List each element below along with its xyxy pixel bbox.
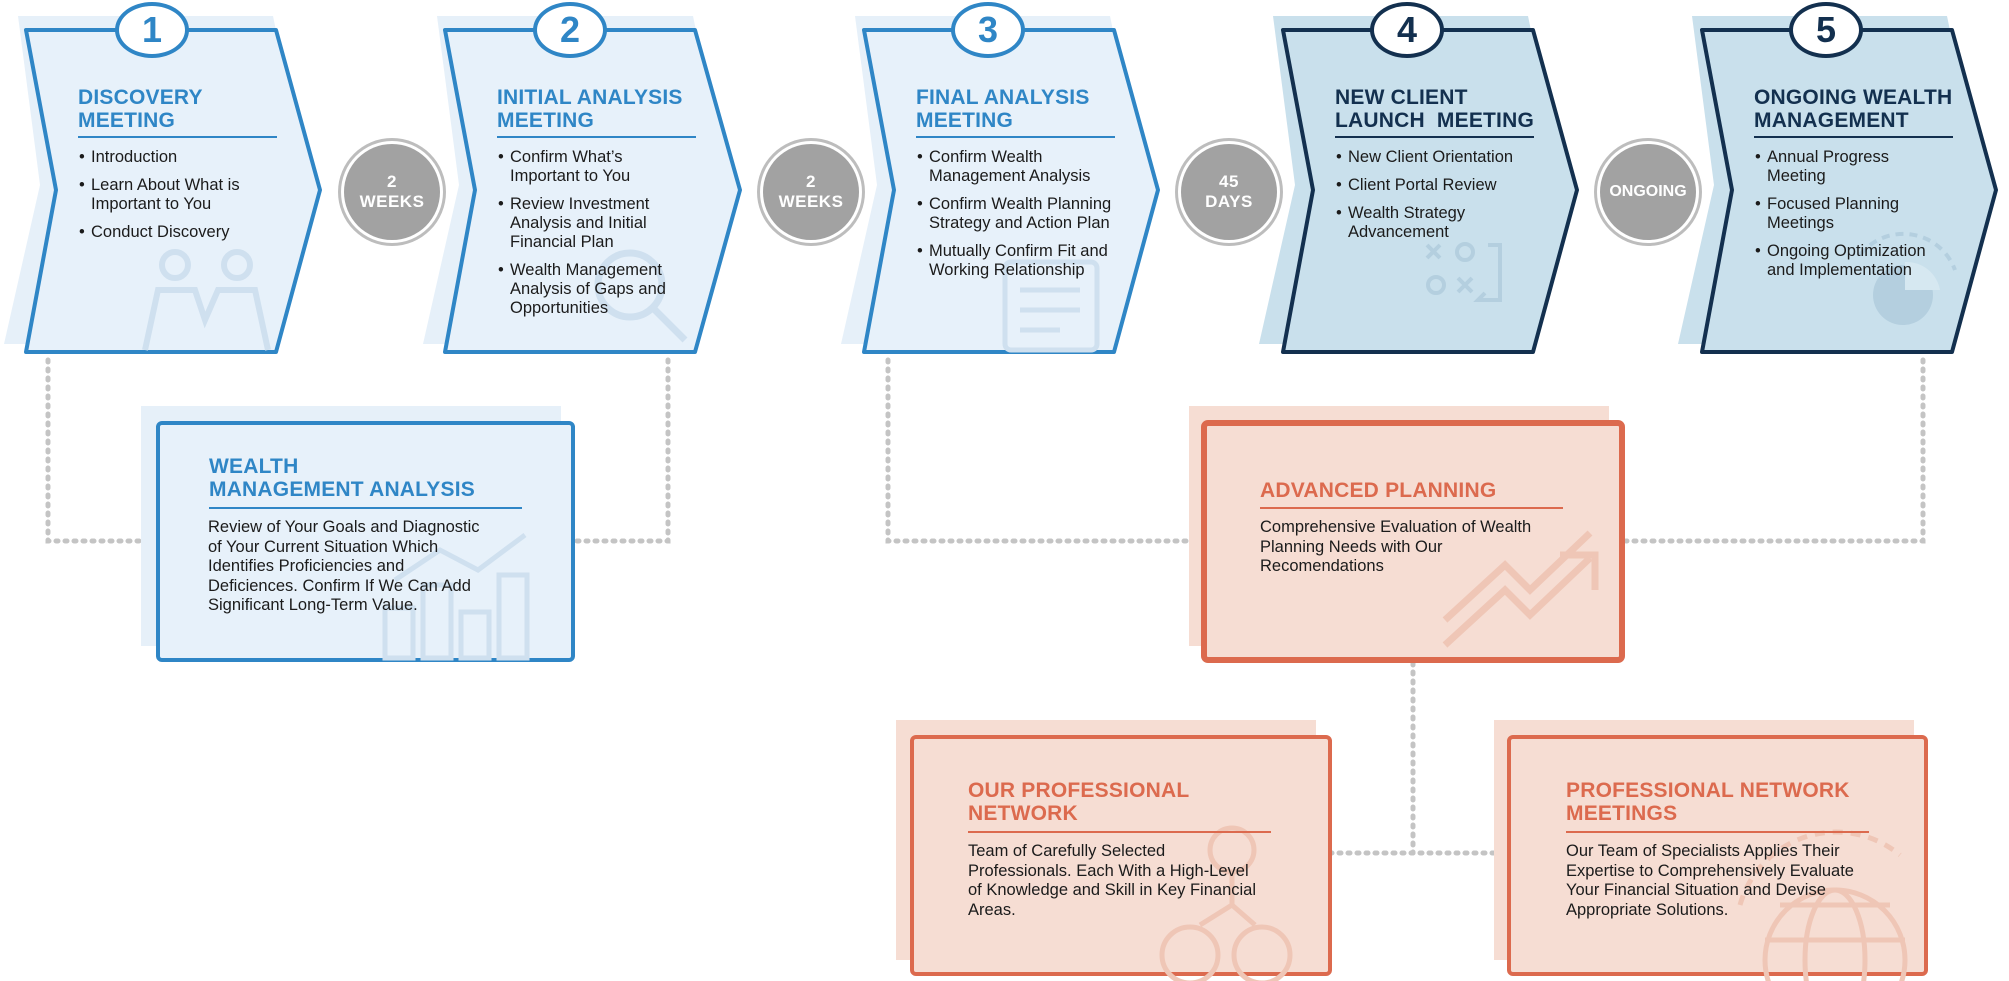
timer-label: 45 DAYS: [1205, 172, 1253, 211]
step-title-5: ONGOING WEALTH MANAGEMENT: [1754, 86, 1953, 132]
list-item: Conduct Discovery: [79, 223, 279, 242]
list-item: Confirm Wealth Planning Strategy and Act…: [917, 195, 1122, 233]
step-list-2: Confirm What’s Important to You Review I…: [498, 148, 683, 327]
step-list-1: Introduction Learn About What is Importa…: [79, 148, 279, 251]
wealth-analysis-description: Review of Your Goals and Diagnostic of Y…: [208, 518, 480, 614]
divider: [1335, 136, 1534, 138]
wealth-analysis-box: [141, 406, 575, 662]
bar-chart-icon: [382, 532, 530, 661]
list-item: Learn About What is Important to You: [79, 176, 279, 214]
timer-label: 2 WEEKS: [359, 172, 425, 211]
list-item: Confirm What’s Important to You: [498, 148, 683, 186]
network-meetings-title: PROFESSIONAL NETWORK MEETINGS: [1566, 779, 1850, 825]
trend-up-icon: [1442, 530, 1599, 648]
divider: [78, 136, 277, 138]
divider: [1754, 136, 1953, 138]
list-item: Introduction: [79, 148, 279, 167]
step-title-1: DISCOVERY MEETING: [78, 86, 203, 132]
list-item: New Client Orientation: [1336, 148, 1536, 167]
advanced-planning-title: ADVANCED PLANNING: [1260, 479, 1497, 502]
step-number-4: 4: [1370, 2, 1444, 58]
timer-badge-2: 2 WEEKS: [763, 144, 859, 240]
list-item: Confirm Wealth Management Analysis: [917, 148, 1122, 186]
advanced-planning-box: [1189, 406, 1625, 663]
timer-label: 2 WEEKS: [778, 172, 844, 211]
timer-label: ONGOING: [1609, 183, 1687, 200]
wealth-analysis-title: WEALTH MANAGEMENT ANALYSIS: [209, 455, 475, 501]
network-meetings-box: [1494, 720, 1928, 981]
handshake-icon: [142, 249, 271, 351]
divider: [1566, 831, 1869, 833]
list-item: Wealth Strategy Advancement: [1336, 204, 1536, 242]
step-list-3: Confirm Wealth Management Analysis Confi…: [917, 148, 1122, 289]
step-number-2: 2: [533, 2, 607, 58]
professional-network-box: [896, 720, 1332, 981]
list-item: Annual Progress Meeting: [1755, 148, 1950, 186]
divider: [968, 831, 1271, 833]
list-item: Wealth Management Analysis of Gaps and O…: [498, 261, 683, 318]
connector-step5-advanced: [1623, 357, 1926, 544]
divider: [916, 136, 1115, 138]
list-item: Ongoing Optimization and Implementation: [1755, 242, 1950, 280]
list-item: Focused Planning Meetings: [1755, 195, 1950, 233]
step-number-5: 5: [1789, 2, 1863, 58]
list-item: Client Portal Review: [1336, 176, 1536, 195]
step-title-2: INITIAL ANALYSIS MEETING: [497, 86, 683, 132]
step-list-4: New Client Orientation Client Portal Rev…: [1336, 148, 1536, 251]
advanced-planning-description: Comprehensive Evaluation of Wealth Plann…: [1260, 518, 1532, 575]
strategy-board-icon: [1425, 242, 1502, 302]
list-item: Mutually Confirm Fit and Working Relatio…: [917, 242, 1122, 280]
professional-network-description: Team of Carefully Selected Professionals…: [968, 842, 1257, 919]
divider: [497, 136, 696, 138]
step-number-3: 3: [951, 2, 1025, 58]
globe-icon: [1737, 829, 1908, 981]
step-number-1: 1: [115, 2, 189, 58]
professional-network-title: OUR PROFESSIONAL NETWORK: [968, 779, 1190, 825]
timer-badge-3: 45 DAYS: [1181, 144, 1277, 240]
timer-badge-4: ONGOING: [1600, 144, 1696, 240]
step-title-3: FINAL ANALYSIS MEETING: [916, 86, 1090, 132]
network-meetings-description: Our Team of Specialists Applies Their Ex…: [1566, 842, 1854, 919]
connector-lines: [45, 357, 1926, 856]
connector-step3-advanced: [885, 357, 1199, 544]
list-item: Review Investment Analysis and Initial F…: [498, 195, 683, 252]
connector-step2-analysis: [572, 357, 671, 544]
step-list-5: Annual Progress Meeting Focused Planning…: [1755, 148, 1950, 289]
step-title-4: NEW CLIENT LAUNCH MEETING: [1335, 86, 1534, 132]
divider: [1260, 507, 1563, 509]
divider: [209, 507, 522, 509]
timer-badge-1: 2 WEEKS: [344, 144, 440, 240]
network-people-icon: [1159, 825, 1293, 981]
connector-step1-analysis: [45, 357, 161, 544]
